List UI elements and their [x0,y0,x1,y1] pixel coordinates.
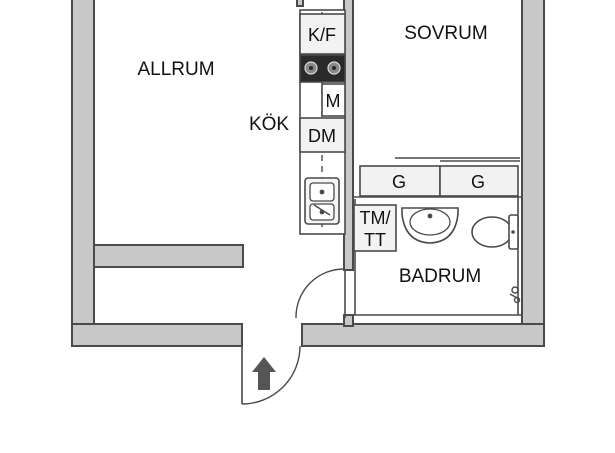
room-labels: ALLRUM SOVRUM KÖK BADRUM [137,23,487,287]
washer-dryer-label-2: TT [364,230,386,250]
wardrobe-left-label: G [392,172,406,192]
right-outer-wall [521,0,545,347]
wardrobe-right [439,165,519,197]
washer-dryer-unit [353,204,397,252]
washer-dryer-label-1: TM/ [360,208,391,228]
washbasin-icon [401,207,459,244]
dishwasher-label: DM [308,126,336,146]
bathroom-fixtures: TM/ TT [353,204,521,304]
microwave-unit [321,83,346,117]
entrance-arrow-icon [252,357,276,390]
room-label-badrum: BADRUM [399,266,481,287]
room-label-sovrum: SOVRUM [404,23,487,44]
doors [241,268,346,405]
kitchen-sink-icon [304,177,340,225]
bathroom-door [295,268,346,319]
toilet-icon [471,214,519,250]
room-label-kok: KÖK [249,114,289,135]
left-outer-wall [71,0,95,347]
fridge-freezer-unit [299,13,346,55]
wardrobes: G G [359,157,520,197]
entrance-door [241,345,301,405]
bottom-wall-right [301,323,545,347]
kitchen-counter: K/F M DM [299,9,346,235]
dishwasher-unit [299,117,346,153]
exterior-walls [71,0,545,347]
fridge-freezer-label: K/F [308,25,336,45]
hob-icon [299,54,346,83]
bottom-wall-left [71,323,243,347]
bedroom-wall-stub [296,0,304,7]
shower-mixer-icon [509,286,521,304]
bathroom-partition-lower [343,314,354,327]
microwave-label: M [326,91,341,111]
wardrobe-left [359,165,441,197]
wardrobe-right-label: G [471,172,485,192]
allrum-partition-wall [93,244,244,268]
room-label-allrum: ALLRUM [137,59,214,80]
